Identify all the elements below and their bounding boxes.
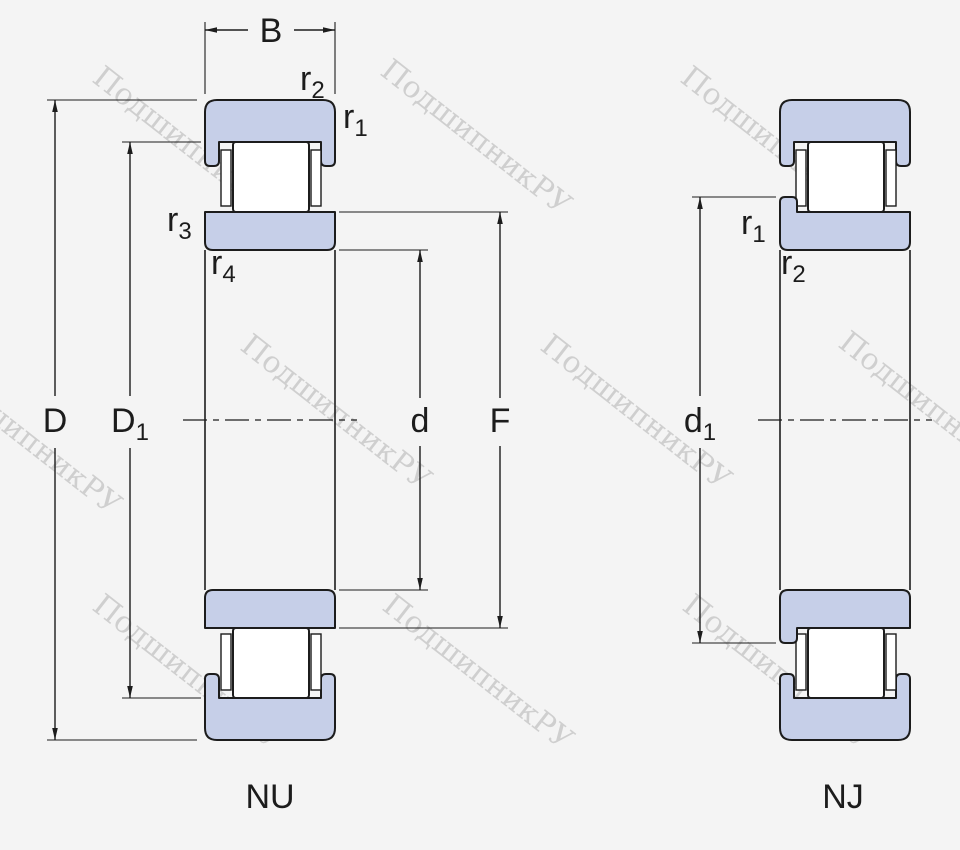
nj-cross-section <box>758 99 932 741</box>
nu-view: B D D1 d <box>43 12 511 816</box>
nu-caption: NU <box>245 778 294 816</box>
nu-outer-ring-bottom <box>204 673 336 741</box>
nu-r4-label: r4 <box>211 244 236 288</box>
d1-dim-label: d1 <box>684 402 716 446</box>
nj-r2-label: r2 <box>781 244 806 288</box>
nu-r2-label: r2 <box>300 60 325 104</box>
nj-roller-bottom <box>807 627 885 699</box>
watermark-text: ПодшипникРУ <box>374 53 578 223</box>
nj-caption: NJ <box>822 778 864 816</box>
f-dim-label: F <box>490 402 511 440</box>
nu-cage-bar-bottom-left <box>220 633 232 691</box>
nu-r1-label: r1 <box>343 98 368 142</box>
nj-inner-ring-bottom <box>779 589 911 644</box>
nj-cage-bar-bottom-right <box>885 633 897 691</box>
nj-cage-bar-bottom-left <box>795 633 807 691</box>
watermark-text: ПодшипникРУ <box>534 328 738 498</box>
watermark-text: ПодшипникРУ <box>234 328 438 498</box>
nj-outer-ring-top <box>779 99 911 167</box>
nj-outer-ring-bottom <box>779 673 911 741</box>
nj-cage-bar-top-right <box>885 149 897 207</box>
d1-cap-dim-label: D1 <box>111 402 149 446</box>
nj-view: d1 r1 r2 NJ <box>684 99 932 816</box>
watermark-text: ПодшипникРУ <box>376 588 580 758</box>
nu-roller-top <box>232 141 310 213</box>
d-cap-dim-label: D <box>43 402 68 440</box>
d-bore-dim-label: d <box>411 402 430 440</box>
b-dim-label: B <box>260 12 283 50</box>
nj-inner-ring-top <box>779 196 911 251</box>
nu-inner-ring-bottom <box>204 589 336 629</box>
nj-dimensions: d1 r1 r2 <box>684 196 806 644</box>
nu-cage-bar-bottom-right <box>310 633 322 691</box>
nu-inner-ring-top <box>204 211 336 251</box>
nu-roller-bottom <box>232 627 310 699</box>
nj-roller-top <box>807 141 885 213</box>
nu-dimensions: B D D1 d <box>43 12 511 741</box>
nu-outer-ring-top <box>204 99 336 167</box>
nu-cross-section <box>183 99 357 741</box>
nu-r3-label: r3 <box>167 201 192 245</box>
nj-cage-bar-top-left <box>795 149 807 207</box>
nu-cage-bar-top-right <box>310 149 322 207</box>
nj-r1-label: r1 <box>741 204 766 248</box>
nu-cage-bar-top-left <box>220 149 232 207</box>
watermark-text: ПодшипникРУ <box>832 325 960 495</box>
